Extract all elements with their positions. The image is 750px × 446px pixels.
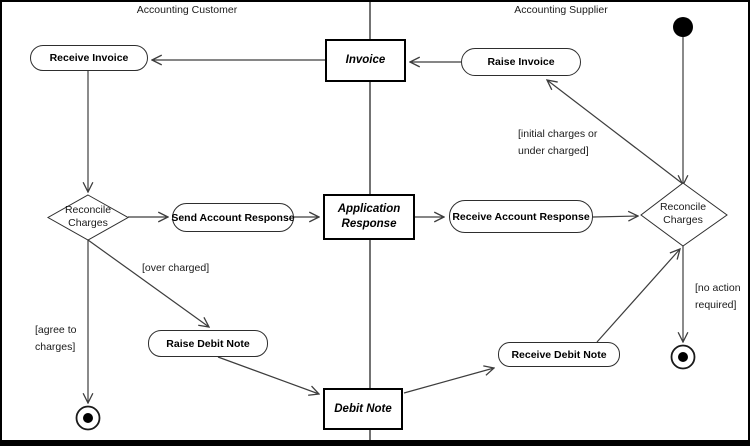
initial-node [673, 17, 693, 37]
guard-over-charged: [over charged] [142, 262, 210, 274]
lane-header-supplier: Accounting Supplier [514, 4, 608, 16]
final-node-customer [75, 405, 101, 431]
action-receive-debit-note: Receive Debit Note [498, 342, 620, 367]
decision-reconcile-charges-supplier-shape [640, 182, 728, 247]
object-debit-note: Debit Note [323, 388, 403, 430]
edge-debit-note-to-receive-debit-note [403, 368, 494, 394]
lane-header-customer: Accounting Customer [136, 4, 238, 16]
decision-reconcile-charges-customer-shape [46, 194, 130, 241]
edge-receive-debit-note-to-reconcile-supplier [596, 249, 680, 343]
edge-receive-account-response-to-reconcile-supplier [592, 216, 638, 217]
object-application-response: Application Response [323, 194, 415, 240]
action-raise-invoice: Raise Invoice [461, 48, 581, 76]
edge-reconcile-supplier-to-raise-invoice [547, 80, 684, 185]
guard-agree-to-charges: [agree to charges] [35, 324, 77, 353]
decision-reconcile-charges-customer-label: Reconcile Charges [64, 204, 112, 229]
final-node-supplier [670, 344, 696, 370]
guard-initial-charges-or-under-charged: [initial charges or under charged] [518, 128, 598, 157]
guard-no-action-required: [no action required] [695, 282, 741, 311]
action-receive-account-response: Receive Account Response [449, 200, 593, 233]
edge-reconcile-customer-to-raise-debit-note [87, 239, 209, 327]
decision-reconcile-charges-supplier-label: Reconcile Charges [659, 201, 707, 226]
action-receive-invoice: Receive Invoice [30, 45, 148, 71]
object-invoice: Invoice [325, 39, 406, 82]
edge-raise-debit-note-to-debit-note [217, 356, 319, 394]
action-raise-debit-note: Raise Debit Note [148, 330, 268, 357]
action-send-account-response: Send Account Response [171, 203, 295, 232]
